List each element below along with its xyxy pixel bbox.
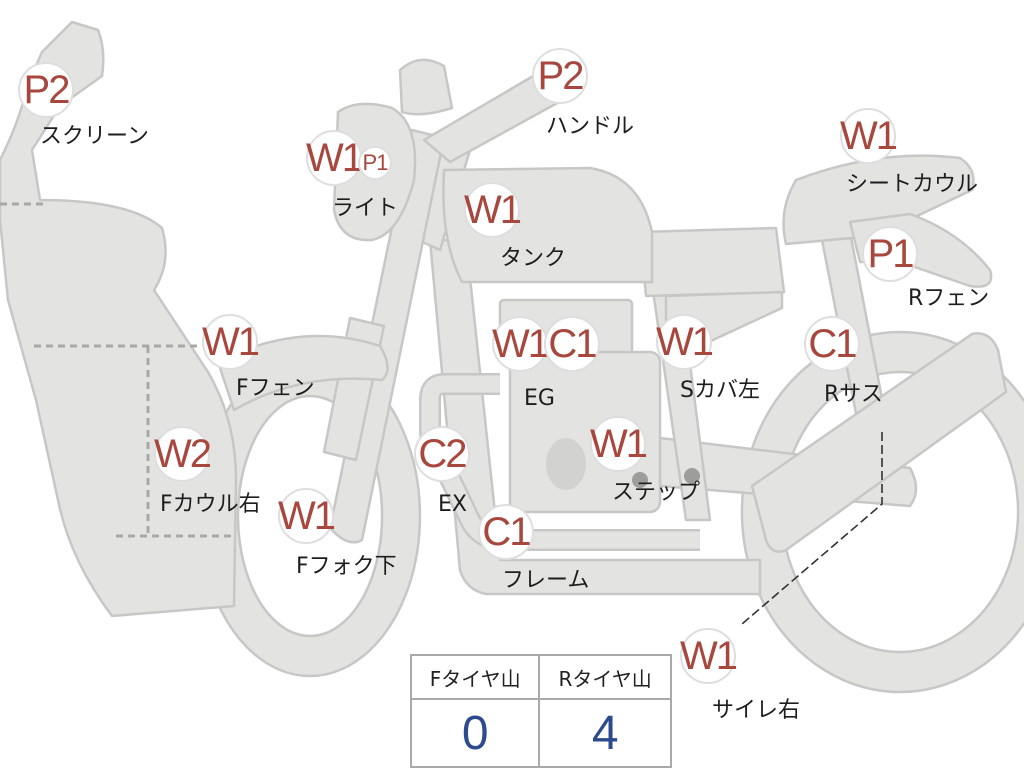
badge-frame: C1: [478, 504, 534, 560]
rear-suspension-line: [741, 432, 883, 625]
badge-step: W1: [590, 416, 648, 472]
badge-light-sub: P1: [358, 146, 392, 180]
label-r-fender: Rフェン: [908, 286, 990, 311]
step-peg: [684, 468, 700, 484]
front-tread-value: 0: [409, 698, 541, 768]
front-tread-header: Fタイヤ山: [409, 654, 541, 700]
badge-light: W1: [306, 130, 364, 186]
badge-handle: P2: [532, 48, 588, 104]
badge-side-cover-left: W1: [656, 314, 714, 370]
step-peg: [632, 472, 648, 488]
badge-f-fork-lower: W1: [278, 488, 336, 544]
label-side-cover-left: Sカバ左: [680, 378, 760, 403]
label-f-fork-lower: Fフォク下: [296, 554, 397, 579]
label-step: ステップ: [612, 480, 701, 505]
label-r-suspension: Rサス: [824, 382, 883, 407]
badge-r-fender: P1: [862, 226, 918, 282]
tire-tread-table: Fタイヤ山 Rタイヤ山 0 4: [409, 654, 672, 768]
front-fender: [216, 334, 389, 412]
badge-engine: W1: [492, 316, 550, 372]
engine-cover-circle: [546, 438, 586, 490]
badge-screen: P2: [18, 62, 74, 118]
seat: [638, 226, 786, 298]
label-engine: EG: [524, 386, 555, 411]
badge-silencer-right: W1: [680, 628, 738, 684]
label-handle: ハンドル: [546, 114, 635, 139]
badge-f-fender: W1: [202, 314, 260, 370]
label-frame: フレーム: [502, 568, 590, 593]
label-seat-cowl: シートカウル: [846, 172, 979, 197]
silencer: [750, 332, 1008, 553]
label-tank: タンク: [500, 246, 567, 271]
label-screen: スクリーン: [40, 124, 149, 149]
label-light: ライト: [332, 196, 399, 221]
rear-tread-header: Rタイヤ山: [538, 654, 672, 700]
label-f-cowl-right: Fカウル右: [160, 492, 261, 517]
badge-f-cowl-right: W2: [154, 426, 212, 482]
rear-tread-value: 4: [538, 698, 672, 768]
label-f-fender: Fフェン: [236, 376, 315, 401]
badge-engine-sub: C1: [544, 316, 600, 372]
rear-wheel: [740, 330, 1024, 694]
label-exhaust: EX: [438, 492, 467, 517]
handle-grip: [398, 58, 454, 116]
badge-r-suspension: C1: [804, 316, 860, 372]
badge-exhaust: C2: [414, 426, 470, 482]
label-silencer-right: サイレ右: [712, 698, 801, 723]
badge-tank: W1: [464, 182, 522, 238]
badge-seat-cowl: W1: [840, 108, 898, 164]
